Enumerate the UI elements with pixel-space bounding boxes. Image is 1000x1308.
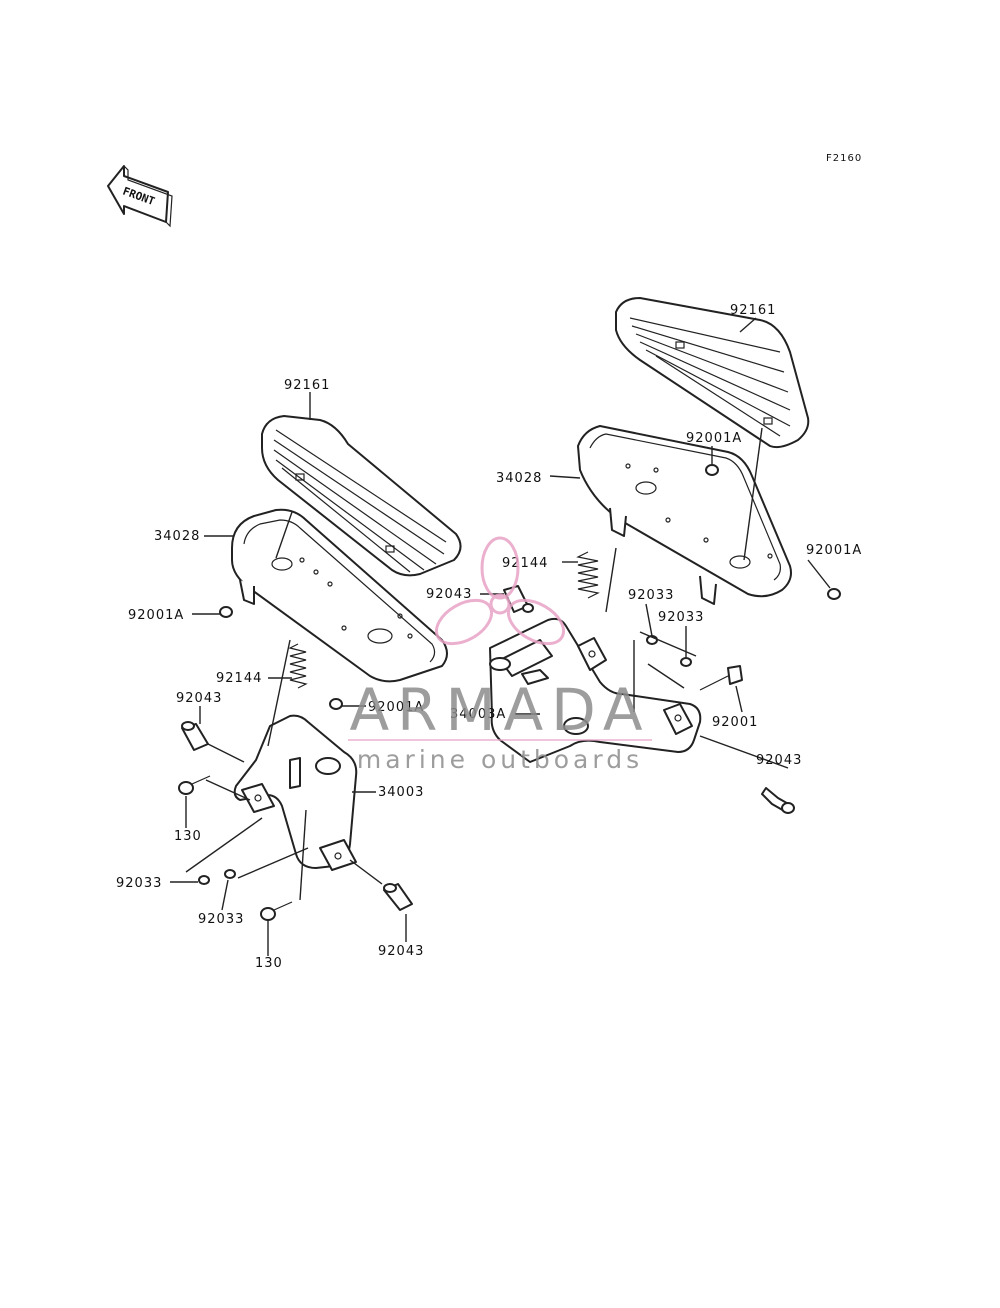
left-leader-lines bbox=[170, 392, 407, 956]
label-left-92043-bottom: 92043 bbox=[378, 944, 424, 959]
left-pin-92043-bottom bbox=[383, 883, 413, 911]
label-left-92043-top: 92043 bbox=[176, 691, 222, 706]
left-nut-92001A-bottom bbox=[329, 698, 343, 710]
label-left-34028: 34028 bbox=[154, 529, 200, 544]
right-washer-92033-b bbox=[680, 657, 692, 667]
label-right-92043-mid: 92043 bbox=[426, 587, 472, 602]
watermark: ARMADA marine outboards bbox=[348, 536, 652, 774]
right-pin-92043-right bbox=[761, 787, 795, 814]
left-washer-92033-b bbox=[224, 869, 236, 879]
label-right-92161: 92161 bbox=[730, 303, 776, 318]
front-arrow-icon: FRONT bbox=[107, 165, 173, 228]
left-bracket-34003 bbox=[233, 714, 358, 871]
left-spring-92144 bbox=[288, 643, 308, 689]
right-nut-92001A-right bbox=[827, 588, 841, 600]
left-bolt-130-a bbox=[178, 775, 211, 795]
label-right-92033-a: 92033 bbox=[628, 588, 674, 603]
right-rubber-mat-92161 bbox=[615, 297, 810, 449]
label-left-130-a: 130 bbox=[174, 829, 202, 844]
label-right-92144: 92144 bbox=[502, 556, 548, 571]
label-right-92001A-right: 92001A bbox=[806, 543, 862, 558]
left-pin-92043-top bbox=[181, 721, 209, 751]
figure-code: F2160 bbox=[826, 153, 862, 164]
right-leader-lines bbox=[480, 317, 831, 769]
left-rubber-mat-92161 bbox=[261, 415, 462, 577]
left-nut-92001A-left bbox=[219, 606, 233, 618]
label-left-92033-b: 92033 bbox=[198, 912, 244, 927]
right-bolt-92001 bbox=[699, 665, 743, 691]
label-left-92144: 92144 bbox=[216, 671, 262, 686]
propeller-logo-icon bbox=[435, 536, 565, 646]
label-right-92001: 92001 bbox=[712, 715, 758, 730]
watermark-brand: ARMADA bbox=[349, 676, 650, 744]
right-spring-92144 bbox=[576, 551, 600, 599]
label-left-130-b: 130 bbox=[255, 956, 283, 971]
left-floorboard-34028 bbox=[231, 508, 448, 683]
right-bracket-34003A bbox=[489, 617, 702, 763]
label-left-92001A-left: 92001A bbox=[128, 608, 184, 623]
label-right-34028: 34028 bbox=[496, 471, 542, 486]
label-right-92043-right: 92043 bbox=[756, 753, 802, 768]
label-right-34003A: 34003A bbox=[450, 707, 506, 722]
label-left-34003: 34003 bbox=[378, 785, 424, 800]
label-right-92033-b: 92033 bbox=[658, 610, 704, 625]
label-left-92033-a: 92033 bbox=[116, 876, 162, 891]
left-bolt-130-b bbox=[260, 901, 293, 921]
right-floorboard-34028 bbox=[577, 425, 792, 605]
label-left-92001A-bottom: 92001A bbox=[368, 700, 424, 715]
label-left-92161: 92161 bbox=[284, 378, 330, 393]
label-right-92001A-top: 92001A bbox=[686, 431, 742, 446]
watermark-tagline: marine outboards bbox=[357, 745, 643, 774]
right-nut-92001A-top bbox=[705, 464, 719, 476]
left-washer-92033-a bbox=[198, 875, 210, 885]
